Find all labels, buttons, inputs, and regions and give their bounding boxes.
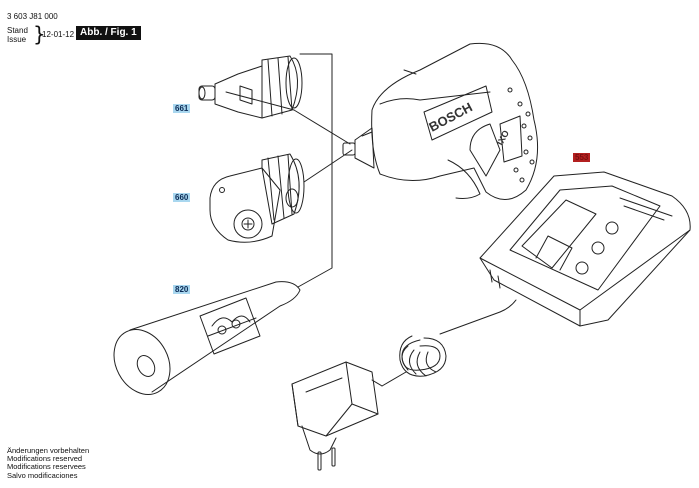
stand-label: Stand: [7, 26, 28, 35]
footer-notice: Änderungen vorbehalten Modifications res…: [7, 446, 90, 480]
power-cable-drawing: [381, 311, 501, 387]
issue-date: 12-01-12: [42, 30, 75, 39]
footer-line-es: Salvo modificaciones: [7, 470, 78, 480]
brace-symbol: }: [33, 22, 46, 46]
part-label-660: 660: [173, 193, 191, 202]
part-label-553: 553: [573, 153, 591, 162]
adapter-661-drawing: [198, 55, 303, 119]
document-number: 3 603 J81 000: [7, 12, 58, 21]
figure-badge: Abb. / Fig. 1: [76, 26, 141, 40]
bit-holder-820-drawing: [113, 281, 301, 395]
ixo-model-text: IXO: [495, 129, 511, 147]
plug-adapter-drawing: [291, 361, 383, 471]
footer-line-de: Änderungen vorbehalten: [7, 446, 90, 455]
part-label-661: 661: [173, 104, 191, 113]
footer-line-fr: Modifications reservees: [7, 462, 86, 472]
part-label-820: 820: [173, 285, 191, 294]
adapter-660-drawing: [209, 153, 305, 243]
footer-line-en: Modifications reserved: [7, 454, 83, 464]
charger-drawing: [479, 171, 691, 327]
bosch-brand-text: BOSCH: [426, 99, 474, 134]
issue-label: Issue: [7, 35, 27, 44]
screwdriver-drawing: BOSCH IXO: [342, 42, 539, 200]
